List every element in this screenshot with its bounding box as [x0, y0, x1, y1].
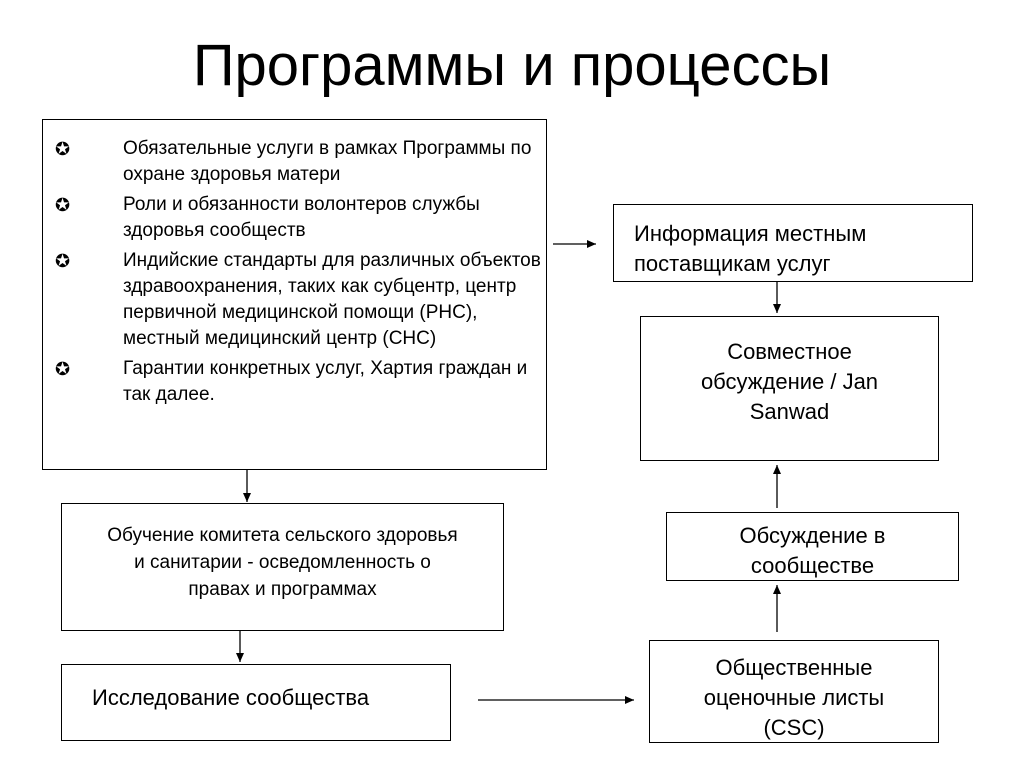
community-discussion-box: Обсуждение в сообществе [666, 512, 959, 581]
community-discussion-box-text: Обсуждение в сообществе [739, 523, 886, 578]
list-item: ✪ Роли и обязанности волонтеров службы з… [43, 192, 546, 244]
programs-list: ✪ Обязательные услуги в рамках Программы… [43, 136, 546, 408]
list-item-text: Гарантии конкретных услуг, Хартия гражда… [123, 358, 528, 405]
list-item-text: Обязательные услуги в рамках Программы п… [123, 138, 532, 185]
info-box-text: Информация местным поставщикам услуг [634, 221, 867, 276]
page-title: Программы и процессы [192, 33, 832, 98]
training-box: Обучение комитета сельского здоровья и с… [61, 503, 504, 631]
star-bullet-icon: ✪ [55, 139, 71, 159]
joint-discussion-box: Совместное обсуждение / Jan Sanwad [640, 316, 939, 461]
list-item: ✪ Обязательные услуги в рамках Программы… [43, 136, 546, 188]
list-item: ✪ Индийские стандарты для различных объе… [43, 248, 546, 352]
star-bullet-icon: ✪ [55, 195, 71, 215]
main-programs-box: ✪ Обязательные услуги в рамках Программы… [42, 119, 547, 470]
csc-box-text: Общественные оценочные листы (CSC) [703, 655, 885, 740]
info-box: Информация местным поставщикам услуг [613, 204, 973, 282]
csc-box: Общественные оценочные листы (CSC) [649, 640, 939, 743]
list-item-text: Роли и обязанности волонтеров службы здо… [123, 194, 480, 241]
list-item: ✪ Гарантии конкретных услуг, Хартия граж… [43, 356, 546, 408]
list-item-text: Индийские стандарты для различных объект… [123, 250, 541, 349]
research-box-text: Исследование сообщества [92, 685, 370, 710]
star-bullet-icon: ✪ [55, 251, 71, 271]
joint-discussion-box-text: Совместное обсуждение / Jan Sanwad [700, 339, 879, 424]
research-box: Исследование сообщества [61, 664, 451, 741]
star-bullet-icon: ✪ [55, 359, 71, 379]
training-box-text: Обучение комитета сельского здоровья и с… [107, 525, 458, 600]
